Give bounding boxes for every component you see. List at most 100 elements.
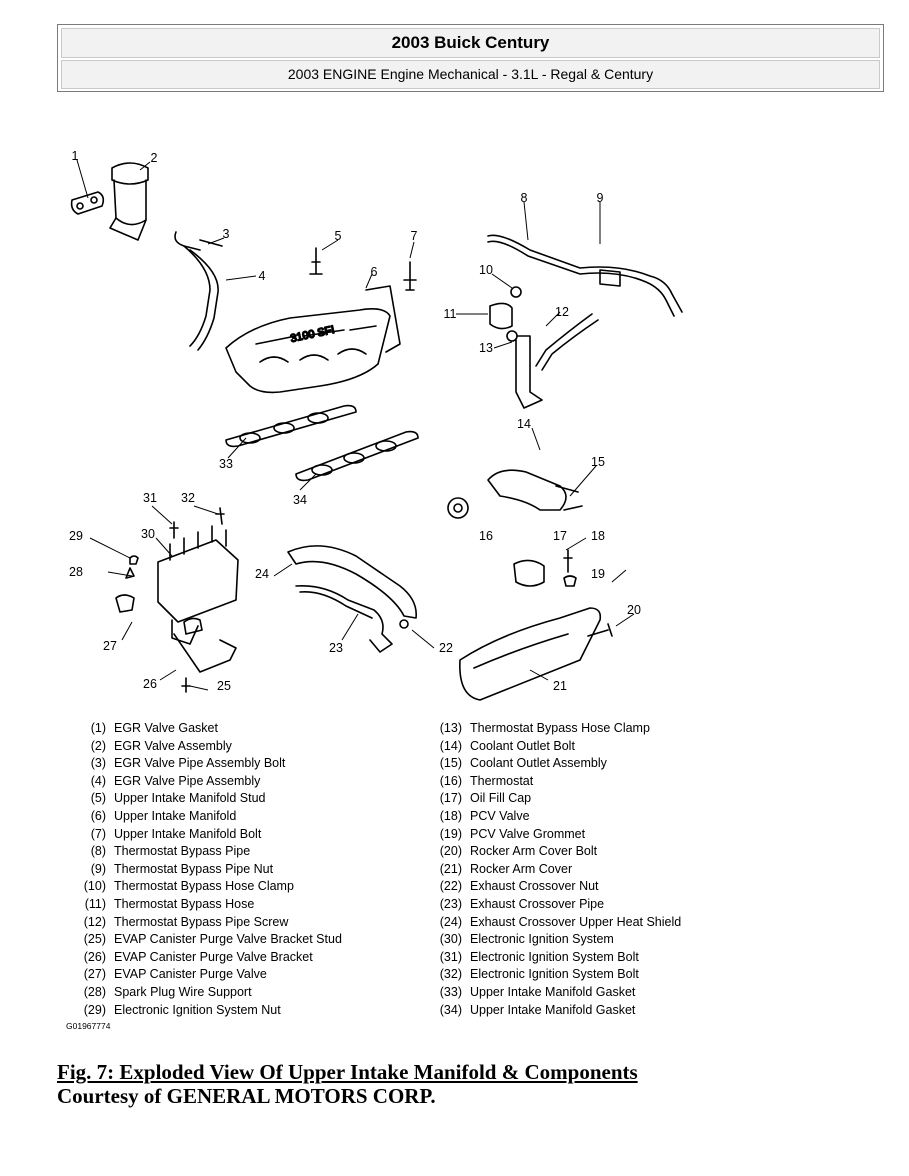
legend-item: (5) Upper Intake Manifold Stud bbox=[72, 790, 412, 808]
legend-label: Thermostat Bypass Pipe Nut bbox=[114, 861, 274, 876]
legend-label: Electronic Ignition System Nut bbox=[114, 1002, 281, 1017]
legend-item: (26)EVAP Canister Purge Valve Bracket bbox=[72, 949, 412, 967]
callout-32: 32 bbox=[181, 491, 195, 505]
legend-item: (23) Exhaust Crossover Pipe bbox=[428, 896, 728, 914]
legend-num: (25) bbox=[83, 932, 106, 947]
parts-legend-right: (13) Thermostat Bypass Hose Clamp (14) Coo… bbox=[428, 720, 728, 1019]
legend-num: (4) bbox=[90, 773, 106, 788]
legend-label: Thermostat Bypass Hose Clamp bbox=[114, 879, 294, 894]
legend-item: (7) Upper Intake Manifold Bolt bbox=[72, 826, 412, 844]
callout-20: 20 bbox=[627, 603, 641, 617]
legend-item: (24)Exhaust Crossover Upper Heat Shield bbox=[428, 914, 728, 932]
legend-num: (22) bbox=[439, 879, 462, 894]
legend-item: (18)PCV Valve bbox=[428, 808, 728, 826]
legend-num: (31) bbox=[439, 949, 462, 964]
callout-31: 31 bbox=[143, 491, 157, 505]
legend-num: (3) bbox=[90, 756, 106, 771]
document-subtitle: 2003 ENGINE Engine Mechanical - 3.1L - R… bbox=[61, 60, 880, 89]
callout-16: 16 bbox=[479, 529, 493, 543]
legend-label: Thermostat Bypass Pipe Screw bbox=[114, 914, 289, 929]
legend-num: (23) bbox=[439, 896, 462, 911]
legend-num: (21) bbox=[439, 861, 462, 876]
legend-item: (10)Thermostat Bypass Hose Clamp bbox=[72, 878, 412, 896]
callout-24: 24 bbox=[255, 567, 269, 581]
legend-item: (11)Thermostat Bypass Hose bbox=[72, 896, 412, 914]
legend-label: Upper Intake Manifold bbox=[114, 808, 237, 823]
manifold-embossed-text: 3100 SFI bbox=[289, 324, 335, 345]
legend-label: Thermostat Bypass Hose Clamp bbox=[470, 721, 650, 735]
callout-3: 3 bbox=[223, 227, 230, 241]
legend-label: Thermostat Bypass Pipe bbox=[114, 844, 251, 859]
callout-18: 18 bbox=[591, 529, 605, 543]
legend-label: EVAP Canister Purge Valve Bracket Stud bbox=[114, 932, 342, 947]
callout-10: 10 bbox=[479, 263, 493, 277]
legend-label: Electronic Ignition System bbox=[470, 932, 614, 947]
legend-num: (19) bbox=[439, 826, 462, 841]
legend-label: Spark Plug Wire Support bbox=[114, 984, 252, 999]
legend-label: Exhaust Crossover Nut bbox=[470, 879, 599, 894]
legend-item: (33)Upper Intake Manifold Gasket bbox=[428, 984, 728, 1002]
callout-2: 2 bbox=[151, 151, 158, 165]
callout-14: 14 bbox=[517, 417, 531, 431]
legend-label: Upper Intake Manifold Bolt bbox=[114, 826, 262, 841]
legend-label: PCV Valve Grommet bbox=[470, 826, 586, 841]
figure-caption: Fig. 7: Exploded View Of Upper Intake Ma… bbox=[57, 1060, 638, 1084]
legend-num: (17) bbox=[439, 791, 462, 806]
legend-item: (1)EGR Valve Gasket bbox=[72, 720, 412, 738]
legend-item: (3)EGR Valve Pipe Assembly Bolt bbox=[72, 755, 412, 773]
legend-label: Coolant Outlet Bolt bbox=[470, 738, 575, 753]
callout-12: 12 bbox=[555, 305, 569, 319]
callout-6: 6 bbox=[371, 265, 378, 279]
legend-num: (29) bbox=[83, 1002, 106, 1017]
legend-label: Upper Intake Manifold Stud bbox=[114, 791, 266, 806]
legend-num: (6) bbox=[90, 808, 106, 823]
callout-29: 29 bbox=[69, 529, 83, 543]
legend-num: (18) bbox=[439, 808, 462, 823]
legend-item: (21)Rocker Arm Cover bbox=[428, 861, 728, 879]
legend-label: EGR Valve Assembly bbox=[114, 738, 232, 753]
legend-label: EGR Valve Gasket bbox=[114, 721, 218, 735]
callout-33: 33 bbox=[219, 457, 233, 471]
legend-item: (34) Upper Intake Manifold Gasket bbox=[428, 1002, 728, 1020]
diagram-drawing: 3100 SFI bbox=[69, 149, 683, 701]
callout-25: 25 bbox=[217, 679, 231, 693]
legend-num: (15) bbox=[439, 756, 462, 771]
legend-item: (27)EVAP Canister Purge Valve bbox=[72, 966, 412, 984]
legend-item: (32)Electronic Ignition System Bolt bbox=[428, 966, 728, 984]
legend-num: (7) bbox=[90, 826, 106, 841]
legend-item: (22) Exhaust Crossover Nut bbox=[428, 878, 728, 896]
legend-num: (16) bbox=[439, 773, 462, 788]
callout-13: 13 bbox=[479, 341, 493, 355]
legend-num: (30) bbox=[439, 932, 462, 947]
legend-label: Electronic Ignition System Bolt bbox=[470, 967, 639, 982]
legend-label: Thermostat bbox=[470, 773, 534, 788]
legend-item: (16) Thermostat bbox=[428, 773, 728, 791]
legend-label: Oil Fill Cap bbox=[470, 791, 532, 806]
legend-item: (14) Coolant Outlet Bolt bbox=[428, 738, 728, 756]
legend-item: (6) Upper Intake Manifold bbox=[72, 808, 412, 826]
legend-item: (25) EVAP Canister Purge Valve Bracket St… bbox=[72, 931, 412, 949]
legend-num: (14) bbox=[439, 738, 462, 753]
callout-19: 19 bbox=[591, 567, 605, 581]
legend-num: (34) bbox=[439, 1002, 462, 1017]
legend-label: Exhaust Crossover Upper Heat Shield bbox=[470, 914, 682, 929]
legend-num: (13) bbox=[439, 721, 462, 735]
legend-item: (17) Oil Fill Cap bbox=[428, 790, 728, 808]
legend-num: (8) bbox=[90, 844, 106, 859]
legend-item: (8) Thermostat Bypass Pipe bbox=[72, 843, 412, 861]
legend-item: (19) PCV Valve Grommet bbox=[428, 826, 728, 844]
legend-label: EVAP Canister Purge Valve bbox=[114, 967, 267, 982]
callout-15: 15 bbox=[591, 455, 605, 469]
legend-item: (20)Rocker Arm Cover Bolt bbox=[428, 843, 728, 861]
legend-num: (5) bbox=[90, 791, 106, 806]
legend-item: (12)Thermostat Bypass Pipe Screw bbox=[72, 914, 412, 932]
callout-34: 34 bbox=[293, 493, 307, 507]
legend-item: (2) EGR Valve Assembly bbox=[72, 738, 412, 756]
legend-num: (2) bbox=[90, 738, 106, 753]
callout-17: 17 bbox=[553, 529, 567, 543]
callout-27: 27 bbox=[103, 639, 117, 653]
document-title: 2003 Buick Century bbox=[61, 28, 880, 58]
legend-label: Exhaust Crossover Pipe bbox=[470, 896, 605, 911]
legend-label: Upper Intake Manifold Gasket bbox=[470, 1002, 636, 1017]
legend-item: (29) Electronic Ignition System Nut bbox=[72, 1002, 412, 1020]
